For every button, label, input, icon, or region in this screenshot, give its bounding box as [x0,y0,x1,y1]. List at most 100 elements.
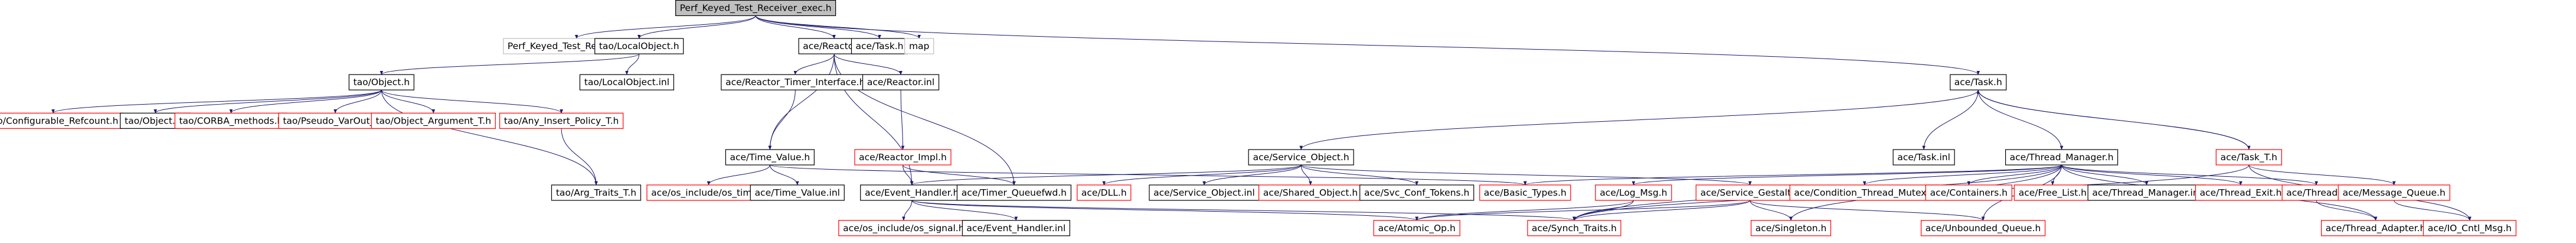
node-n-reactor-impl[interactable]: ace/Reactor_Impl.h [854,149,952,166]
file-icon [1789,184,1940,201]
node-n-thread-exit[interactable]: ace/Thread_Exit.h [2195,184,2287,201]
file-icon [594,38,684,54]
node-n-thread-adapter[interactable]: ace/Thread_Adapter.h [2320,220,2431,236]
file-icon [371,112,496,129]
node-n-object-argument[interactable]: tao/Object_Argument_T.h [371,112,496,129]
node-n-configurable-refcount[interactable]: tao/Configurable_Refcount.h [0,112,123,129]
file-icon [851,38,908,54]
node-label: ace/Log_Msg.h [1600,187,1667,199]
node-n-thread-manager-inl[interactable]: ace/Thread_Manager.inl [2087,184,2206,201]
node-label: ace/Svc_Conf_Tokens.h [1364,187,1469,199]
node-label: ace/Message_Queue.h [2343,187,2446,199]
file-icon [675,0,836,17]
node-n-tao-localobject-inl[interactable]: tao/LocalObject.inl [579,74,675,90]
node-n-event-handler-inl[interactable]: ace/Event_Handler.inl [962,220,1070,236]
file-icon [860,184,964,201]
edge-n-tao-object-h-to-n-pseudo-varout [334,90,382,114]
node-n-atomic-op[interactable]: ace/Atomic_Op.h [1373,220,1460,236]
node-n-corba-methods[interactable]: tao/CORBA_methods.h [174,112,287,129]
edge-n-time-value-h-to-n-basic-types [769,164,1527,186]
edge-n-ace-task-h-to-n-service-object [1299,90,1979,150]
node-label: ace/Task.inl [1897,152,1950,163]
edge-n-ace-reactor-h-to-n-reactor-timer-interface [793,53,835,75]
node-n-reactor-inl[interactable]: ace/Reactor.inl [862,74,940,90]
node-n-task-inl[interactable]: ace/Task.inl [1892,149,1955,166]
node-label: tao/LocalObject.inl [584,77,669,88]
node-n-os-time[interactable]: ace/os_include/os_time.h [646,184,771,201]
file-icon [2320,220,2431,236]
node-n-cond-thread-mutex[interactable]: ace/Condition_Thread_Mutex.h [1789,184,1940,201]
file-icon [750,184,845,201]
node-n-shared-object[interactable]: ace/Shared_Object.h [1258,184,1363,201]
file-icon [1077,184,1132,201]
edge-n-tao-object-h-to-n-corba-methods [229,89,382,114]
node-label: ace/Time_Value.h [730,152,810,163]
node-n-singleton[interactable]: ace/Singleton.h [1750,220,1832,236]
edge-n-service-gestalt-to-n-unbounded-queue [1750,200,1985,221]
file-icon [2338,184,2450,201]
node-label: Perf_Keyed_Test_Receiver_exec.h [680,3,832,14]
node-label: ace/Reactor_Timer_Interface.h [725,77,865,88]
file-icon [1527,220,1622,236]
file-icon [904,38,934,54]
node-root: Perf_Keyed_Test_Receiver_exec.h [675,0,836,17]
file-icon [1149,184,1260,201]
node-label: ace/Event_Handler.inl [966,223,1065,234]
node-n-map: map [904,38,934,54]
edge-n-service-object-to-n-dll [1102,164,1302,186]
file-icon [579,74,675,90]
node-n-dll[interactable]: ace/DLL.h [1077,184,1132,201]
node-n-ace-task-h[interactable]: ace/Task.h [1950,74,2007,90]
node-label: ace/Time_Value.inl [755,187,840,199]
edge-n-log-msg-to-n-atomic-op [1415,200,1634,221]
node-n-containers[interactable]: ace/Containers.h [1925,184,2012,201]
node-n-tao-localobject-h[interactable]: tao/LocalObject.h [594,38,684,54]
file-icon [862,74,940,90]
node-label: ace/Free_List.h [2019,187,2087,199]
edge-n-thread-manager-to-n-log-msg [1632,164,2062,186]
edge-n-ace-reactor-h-to-n-reactor-inl [833,53,903,75]
node-n-service-gestalt[interactable]: ace/Service_Gestalt.h [1695,184,1804,201]
node-label: map [909,41,929,51]
node-n-svc-conf-tokens[interactable]: ace/Svc_Conf_Tokens.h [1359,184,1475,201]
node-n-reactor-timer-interface[interactable]: ace/Reactor_Timer_Interface.h [721,74,870,90]
node-label: ace/Containers.h [1930,187,2008,198]
node-n-arg-traits[interactable]: tao/Arg_Traits_T.h [551,184,642,201]
node-label: ace/Synch_Traits.h [1532,223,1617,234]
node-n-time-value-h[interactable]: ace/Time_Value.h [725,149,815,166]
node-n-timer-queuefwd[interactable]: ace/Timer_Queuefwd.h [956,184,1071,201]
node-n-event-handler[interactable]: ace/Event_Handler.h [860,184,964,201]
node-n-task-t[interactable]: ace/Task_T.h [2215,149,2282,166]
node-label: ace/Task.h [856,41,904,51]
node-n-free-list[interactable]: ace/Free_List.h [2013,184,2091,201]
node-n-service-object-inl[interactable]: ace/Service_Object.inl [1149,184,1260,201]
node-n-ace-task-h-top[interactable]: ace/Task.h [851,38,908,54]
node-n-unbounded-queue[interactable]: ace/Unbounded_Queue.h [1920,220,2046,236]
node-n-synch-traits[interactable]: ace/Synch_Traits.h [1527,220,1622,236]
node-n-time-value-inl[interactable]: ace/Time_Value.inl [750,184,845,201]
edge-n-event-handler-to-n-synch-traits [911,200,1576,221]
node-n-any-insert-policy[interactable]: tao/Any_Insert_Policy_T.h [499,112,624,129]
node-n-tao-object-h[interactable]: tao/Object.h [348,74,414,90]
node-n-message-queue[interactable]: ace/Message_Queue.h [2338,184,2450,201]
node-label: ace/DLL.h [1081,187,1127,198]
node-label: ace/Service_Object.inl [1153,187,1255,199]
edge-n-reactor-inl-to-n-reactor-impl [900,90,905,150]
node-label: ace/Task.h [1954,77,2002,88]
file-icon [1248,149,1354,166]
node-n-log-msg[interactable]: ace/Log_Msg.h [1595,184,1672,201]
node-label: ace/Thread_Manager.inl [2092,187,2201,199]
node-label: ace/os_include/os_signal.h [843,223,964,234]
file-icon [1892,149,1955,166]
node-label: ace/Singleton.h [1756,223,1827,234]
node-n-basic-types[interactable]: ace/Basic_Types.h [1479,184,1571,201]
node-label: tao/Configurable_Refcount.h [0,115,118,127]
node-n-service-object[interactable]: ace/Service_Object.h [1248,149,1354,166]
file-icon [174,112,287,129]
node-n-os-signal[interactable]: ace/os_include/os_signal.h [838,220,969,236]
node-n-thread-manager[interactable]: ace/Thread_Manager.h [2005,149,2119,166]
node-label: ace/Reactor.inl [867,77,934,88]
edge-n-ace-task-h-to-n-thread-manager [1977,90,2064,150]
node-n-io-cntl-msg[interactable]: ace/IO_Cntl_Msg.h [2423,220,2516,236]
edge-n-ace-reactor-h-to-n-event-handler [833,54,914,186]
